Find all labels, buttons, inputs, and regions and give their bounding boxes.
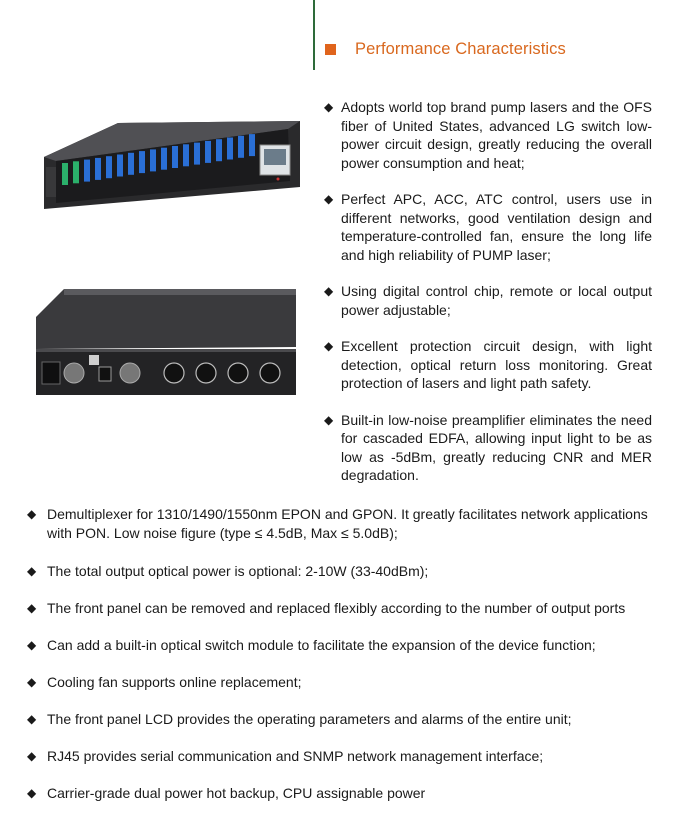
bullet-diamond-icon: ◆	[27, 601, 37, 615]
bullet-diamond-icon: ◆	[324, 284, 334, 298]
bottom-bullet-item: ◆ The front panel can be removed and repl…	[27, 599, 667, 618]
bottom-bullet-text: The front panel can be removed and repla…	[47, 600, 626, 616]
bottom-bullet-item: ◆ RJ45 provides serial communication and …	[27, 747, 667, 766]
right-bullet-item: ◆ Using digital control chip, remote or l…	[324, 282, 652, 319]
bullet-diamond-icon: ◆	[324, 100, 334, 114]
port-connector	[84, 159, 90, 182]
bullet-diamond-icon: ◆	[27, 564, 37, 578]
port-connector	[183, 144, 189, 167]
port-connector	[62, 163, 68, 185]
bottom-bullet-text: The total output optical power is option…	[47, 563, 429, 579]
port-connector	[249, 134, 255, 157]
right-bullet-item: ◆ Adopts world top brand pump lasers and …	[324, 98, 652, 172]
bottom-bullet-item: ◆ Can add a built-in optical switch modul…	[27, 636, 667, 655]
right-bullet-text: Adopts world top brand pump lasers and t…	[341, 99, 652, 171]
bullet-diamond-icon: ◆	[324, 412, 334, 427]
bullet-diamond-icon: ◆	[27, 749, 37, 763]
port-connector	[117, 154, 123, 177]
port-connector	[205, 140, 211, 163]
bullet-diamond-icon: ◆	[324, 192, 334, 206]
bullet-diamond-icon: ◆	[27, 712, 37, 726]
section-title: Performance Characteristics	[355, 40, 566, 58]
bullet-diamond-icon: ◆	[27, 638, 37, 652]
port-connector	[216, 139, 222, 162]
bottom-bullet-text: Cooling fan supports online replacement;	[47, 674, 302, 690]
bottom-bullet-item: ◆ The total output optical power is optio…	[27, 562, 667, 581]
right-bullet-text: Built-in low-noise preamplifier eliminat…	[341, 411, 652, 484]
front-panel-image	[44, 121, 300, 209]
right-bullet-item: ◆ Perfect APC, ACC, ATC control, users us…	[324, 190, 652, 264]
header-square-icon	[325, 44, 336, 55]
bullet-diamond-icon: ◆	[324, 339, 334, 353]
right-bullet-text: Perfect APC, ACC, ATC control, users use…	[341, 191, 652, 263]
bottom-bullet-item: ◆ Carrier-grade dual power hot backup, CP…	[27, 784, 667, 803]
bottom-bullet-item: ◆ Cooling fan supports online replacement…	[27, 673, 667, 692]
port-connector	[172, 146, 178, 168]
right-bullet-item: ◆ Excellent protection circuit design, wi…	[324, 337, 652, 393]
port-connector	[95, 157, 101, 180]
bullet-diamond-icon: ◆	[27, 507, 37, 521]
bottom-bullet-text: RJ45 provides serial communication and S…	[47, 748, 544, 764]
port-connector	[106, 156, 112, 179]
bottom-bullet-text: Carrier-grade dual power hot backup, CPU…	[47, 785, 426, 801]
bullet-diamond-icon: ◆	[27, 786, 37, 800]
port-connector	[238, 135, 244, 158]
rear-panel-image	[36, 289, 296, 395]
bottom-bullet-text: The front panel LCD provides the operati…	[47, 711, 572, 727]
bottom-bullet-text: Can add a built-in optical switch module…	[47, 637, 596, 653]
port-connector	[128, 152, 134, 175]
bullet-diamond-icon: ◆	[27, 675, 37, 689]
bottom-bullet-item: ◆ The front panel LCD provides the operat…	[27, 710, 667, 729]
right-bullet-list: ◆ Adopts world top brand pump lasers and …	[324, 98, 652, 503]
bottom-bullet-text: Demultiplexer for 1310/1490/1550nm EPON …	[47, 506, 648, 541]
bottom-bullet-item: ◆ Demultiplexer for 1310/1490/1550nm EPON…	[27, 505, 667, 543]
port-connector	[194, 142, 200, 165]
right-bullet-item: ◆ Built-in low-noise preamplifier elimina…	[324, 411, 652, 485]
port-connector	[139, 151, 145, 174]
port-connector	[227, 137, 233, 160]
right-bullet-text: Excellent protection circuit design, wit…	[341, 338, 652, 391]
header-divider-line	[313, 0, 315, 70]
port-connector	[161, 147, 167, 170]
right-bullet-text: Using digital control chip, remote or lo…	[341, 283, 652, 318]
port-connector	[150, 149, 156, 172]
port-connector	[73, 161, 79, 184]
section-header: Performance Characteristics	[325, 40, 566, 59]
